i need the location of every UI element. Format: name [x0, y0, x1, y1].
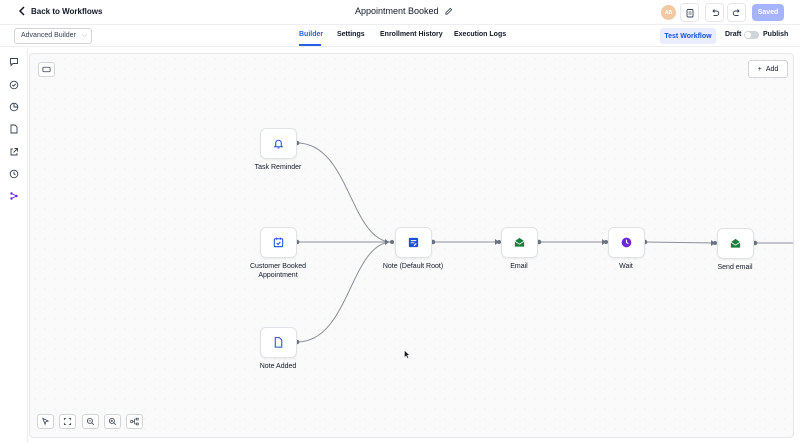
node-label: Customer Booked Appointment: [249, 263, 307, 279]
builder-select-value: Advanced Builder: [21, 32, 76, 39]
workflow-canvas[interactable]: + Add: [29, 53, 794, 438]
node-label: Email: [510, 263, 528, 270]
expand-icon: [63, 417, 72, 426]
zoom-in-button[interactable]: [104, 414, 121, 429]
undo-icon: [711, 8, 719, 16]
select-tool-button[interactable]: [37, 414, 54, 429]
tab-builder[interactable]: Builder: [299, 31, 324, 38]
node-note-default-root[interactable]: [395, 227, 432, 258]
back-label: Back to Workflows: [31, 6, 103, 16]
node-email[interactable]: [501, 227, 538, 258]
publish-toggle[interactable]: [744, 31, 759, 39]
node-label: Note (Default Root): [382, 263, 444, 270]
redo-button[interactable]: [727, 3, 746, 22]
fit-view-button[interactable]: [59, 414, 76, 429]
zoom-in-icon: [108, 417, 117, 426]
connection-lines: [294, 140, 793, 345]
test-workflow-button[interactable]: Test Workflow: [660, 28, 716, 44]
chevron-left-icon: [18, 6, 25, 16]
back-to-workflows-link[interactable]: Back to Workflows: [18, 6, 102, 16]
tab-settings[interactable]: Settings: [337, 31, 365, 38]
email-icon: [514, 237, 525, 247]
clock-icon: [621, 237, 632, 248]
logs-button[interactable]: [680, 3, 699, 22]
undo-button[interactable]: [705, 3, 724, 22]
clipboard-icon: [686, 8, 693, 17]
workflow-icon[interactable]: [9, 191, 19, 201]
node-send-email[interactable]: [717, 228, 754, 259]
zoom-out-icon: [86, 417, 95, 426]
node-label: Task Reminder: [254, 164, 302, 171]
builder-select[interactable]: Advanced Builder ⌵: [14, 28, 92, 44]
node-label: Note Added: [259, 363, 297, 370]
bell-icon: [273, 139, 284, 149]
plus-icon: +: [757, 65, 762, 73]
node-task-reminder[interactable]: [260, 128, 297, 159]
pointer-icon: [42, 417, 50, 426]
node-wait[interactable]: [608, 227, 645, 258]
file-icon[interactable]: [9, 124, 19, 134]
workflow-title[interactable]: Appointment Booked: [355, 6, 453, 16]
email-icon: [730, 238, 741, 248]
active-tab-indicator: [299, 44, 321, 46]
pie-chart-icon[interactable]: [9, 102, 19, 112]
zoom-out-button[interactable]: [82, 414, 99, 429]
panel-icon: [42, 66, 51, 73]
node-label: Send email: [717, 264, 753, 271]
chevron-down-icon: ⌵: [81, 32, 87, 39]
add-label: Add: [765, 65, 779, 73]
auto-layout-button[interactable]: [126, 414, 143, 429]
node-note-added[interactable]: [260, 327, 297, 358]
history-icon[interactable]: [9, 169, 19, 179]
external-link-icon[interactable]: [9, 147, 19, 157]
draft-label: Draft: [725, 31, 742, 38]
chat-icon[interactable]: [9, 57, 19, 67]
tab-enrollment-history[interactable]: Enrollment History: [380, 31, 443, 38]
document-icon: [274, 337, 283, 348]
canvas-panel-button[interactable]: [38, 62, 55, 77]
workflow-title-text: Appointment Booked: [355, 6, 439, 16]
check-circle-icon[interactable]: [9, 80, 19, 90]
node-label: Wait: [619, 263, 633, 270]
redo-icon: [732, 8, 740, 16]
saved-button[interactable]: Saved: [752, 4, 784, 21]
publish-label: Publish: [763, 31, 789, 38]
left-rail: [0, 48, 28, 443]
sub-bar: Advanced Builder ⌵ Builder Settings Enro…: [0, 25, 800, 47]
tab-execution-logs[interactable]: Execution Logs: [454, 31, 507, 38]
top-bar: Back to Workflows Appointment Booked AB …: [0, 0, 800, 25]
avatar[interactable]: AB: [661, 5, 676, 20]
node-customer-booked-appointment[interactable]: [260, 227, 297, 258]
pencil-icon[interactable]: [444, 7, 453, 16]
mouse-cursor-icon: [404, 350, 410, 359]
add-button[interactable]: + Add: [748, 60, 788, 78]
note-edit-icon: [408, 237, 419, 248]
calendar-check-icon: [273, 237, 284, 248]
tree-layout-icon: [130, 417, 139, 426]
